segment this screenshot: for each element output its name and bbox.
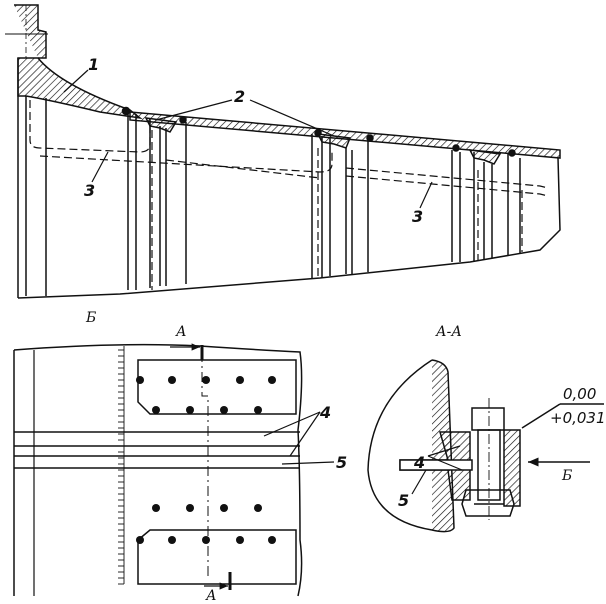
- aa-callout-5: 5: [398, 491, 409, 510]
- tolerance-lower: +0,031: [550, 409, 606, 427]
- callout-3b: 3: [412, 207, 423, 226]
- section-aa-title: А-А: [435, 324, 462, 340]
- view-b-arrow-label: Б: [561, 468, 572, 484]
- top-leaders: [63, 69, 433, 209]
- callout-2: 2: [234, 87, 245, 106]
- detail-b-view: [13, 343, 303, 597]
- joint-flanges: [121, 106, 516, 165]
- callout-3a: 3: [84, 181, 95, 200]
- section-aa-leaders: [411, 445, 463, 495]
- detail-b-leaders: [263, 411, 335, 465]
- section-a-bottom-label: А: [205, 588, 217, 604]
- callout-1: 1: [88, 55, 99, 74]
- section-a-top-label: А: [175, 324, 187, 340]
- tolerance-upper: 0,00: [563, 385, 596, 403]
- rivet-pattern: [136, 376, 276, 544]
- detail-b-callout-5: 5: [336, 453, 347, 472]
- casing-section-view: [5, 4, 561, 299]
- inner-contour-dashed: [29, 100, 549, 290]
- view-b-label: Б: [85, 310, 96, 326]
- scale-ticks: [118, 346, 125, 585]
- detail-b-callout-4: 4: [319, 403, 331, 422]
- stage-ribs: [45, 98, 521, 296]
- aa-callout-4: 4: [413, 453, 425, 472]
- section-aa-view: [367, 359, 604, 533]
